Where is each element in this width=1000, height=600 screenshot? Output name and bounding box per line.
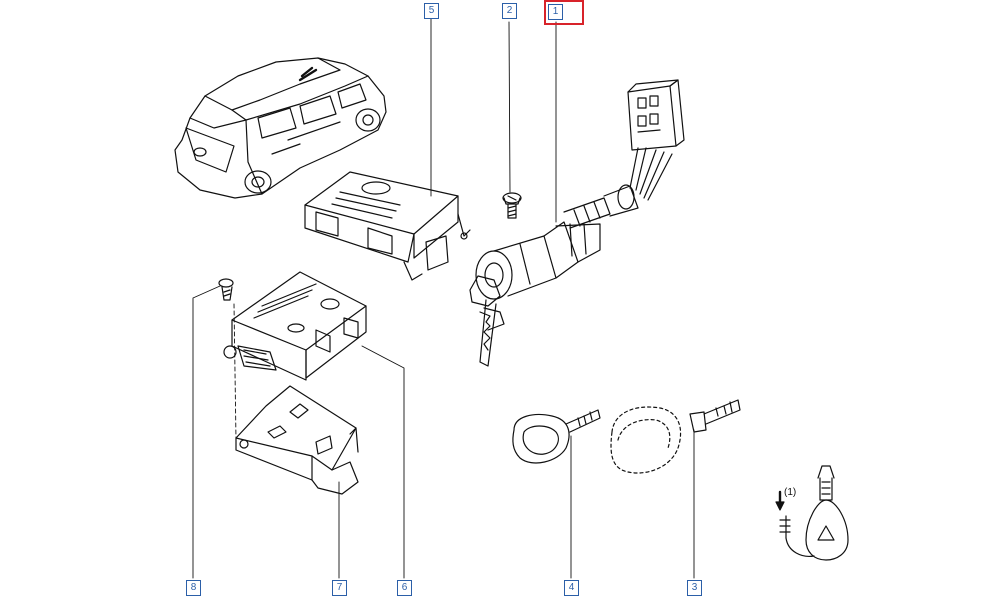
- key-fob-3: [610, 399, 741, 474]
- key-transponder: [775, 465, 849, 561]
- callout-7[interactable]: 7: [332, 580, 347, 596]
- leader-lines: [192, 17, 695, 579]
- callout-8[interactable]: 8: [186, 580, 201, 596]
- control-unit-lower: [223, 271, 367, 381]
- callout-3[interactable]: 3: [687, 580, 702, 596]
- key-remote-4: [512, 409, 601, 464]
- footnote-marker: (1): [784, 487, 797, 498]
- callout-4[interactable]: 4: [564, 580, 579, 596]
- callout-1[interactable]: 1: [548, 4, 563, 20]
- wiring-harness: [627, 79, 685, 201]
- key-in-lock: [469, 275, 505, 367]
- mounting-bracket: [235, 385, 359, 495]
- selected-part-highlight: [544, 0, 584, 25]
- callout-2[interactable]: 2: [502, 3, 517, 19]
- screw-2: [502, 192, 522, 219]
- screw-8: [218, 278, 234, 301]
- ignition-lock-barrel: [475, 184, 639, 300]
- callout-5[interactable]: 5: [424, 3, 439, 19]
- callout-6[interactable]: 6: [397, 580, 412, 596]
- control-unit-upper: [304, 171, 471, 281]
- car-illustration: [174, 57, 387, 199]
